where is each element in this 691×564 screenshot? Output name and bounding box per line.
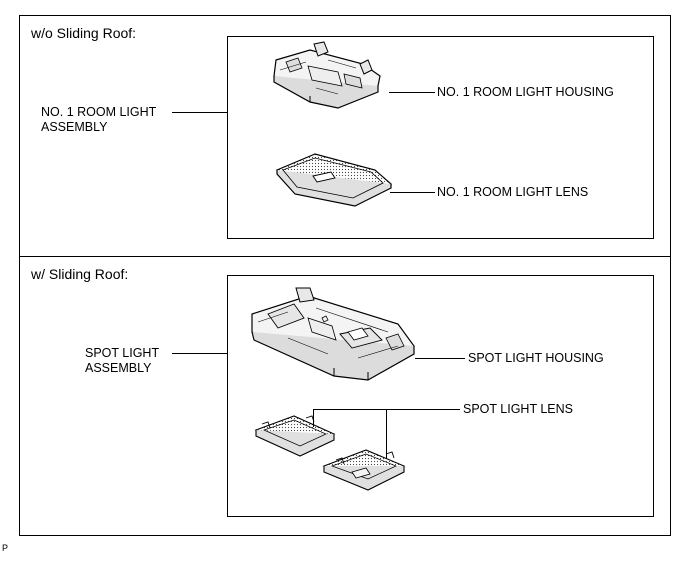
- spot-light-housing-leader: [415, 358, 465, 359]
- room-light-lens-label: NO. 1 ROOM LIGHT LENS: [437, 185, 589, 199]
- spot-light-lens-illustration-left: [254, 415, 336, 457]
- footer-code: P: [2, 543, 9, 553]
- section-heading-with-sliding-roof: w/ Sliding Roof:: [31, 266, 129, 282]
- room-light-assembly-leader: [172, 112, 228, 113]
- spot-light-lens-illustration-right: [322, 449, 406, 491]
- room-light-lens-leader: [390, 192, 435, 193]
- spot-light-diagram-frame: [227, 275, 654, 517]
- room-light-housing-leader: [389, 92, 435, 93]
- spot-light-lens-leader-right-vertical: [386, 409, 387, 459]
- room-light-diagram-frame: [227, 36, 654, 239]
- spot-light-assembly-label-line2: ASSEMBLY: [85, 361, 152, 375]
- spot-light-assembly-leader: [172, 353, 228, 354]
- room-light-lens-illustration: [275, 153, 393, 207]
- section-heading-without-sliding-roof: w/o Sliding Roof:: [31, 25, 137, 41]
- section-with-sliding-roof: [19, 256, 671, 536]
- spot-light-housing-illustration: [251, 287, 415, 381]
- room-light-assembly-label-line2: ASSEMBLY: [41, 120, 108, 134]
- room-light-housing-label: NO. 1 ROOM LIGHT HOUSING: [437, 85, 614, 99]
- spot-light-lens-leader-left-vertical: [313, 409, 314, 427]
- spot-light-housing-label: SPOT LIGHT HOUSING: [468, 351, 604, 365]
- room-light-housing-illustration: [273, 41, 381, 109]
- spot-light-lens-label: SPOT LIGHT LENS: [463, 402, 573, 416]
- spot-light-assembly-label-line1: SPOT LIGHT: [85, 346, 160, 360]
- room-light-assembly-label-line1: NO. 1 ROOM LIGHT: [41, 105, 157, 119]
- room-light-assembly-label: NO. 1 ROOM LIGHT ASSEMBLY: [41, 105, 156, 135]
- spot-light-assembly-label: SPOT LIGHT ASSEMBLY: [85, 346, 159, 376]
